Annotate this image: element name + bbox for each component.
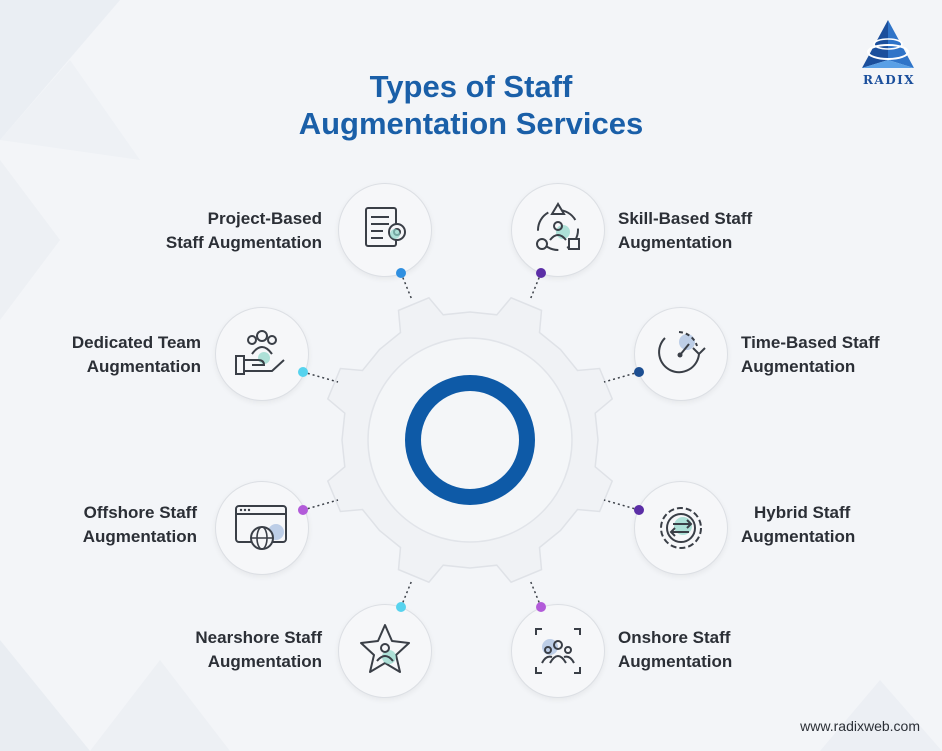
browser-globe-icon — [235, 505, 287, 550]
label-time-based: Time-Based Staff Augmentation — [741, 333, 880, 376]
connector-line-5 — [603, 499, 640, 511]
label-onshore: Onshore Staff Augmentation — [618, 628, 733, 671]
node-dedicated-team — [215, 307, 309, 401]
gear-arrows-icon — [660, 507, 702, 549]
node-offshore — [215, 481, 309, 575]
node-skill-based — [511, 183, 605, 277]
node-onshore — [511, 604, 605, 698]
node-time-based — [634, 307, 728, 401]
label-offshore: Offshore Staff Augmentation — [82, 503, 197, 546]
label-project-based: Project-Based Staff Augmentation — [165, 209, 322, 252]
label-skill-based: Skill-Based Staff Augmentation — [618, 209, 753, 252]
connector-lines — [302, 272, 640, 608]
connector-line-4 — [302, 499, 339, 511]
connector-line-2 — [302, 371, 339, 383]
skills-network-icon — [536, 202, 580, 251]
connector-dot-onshore — [536, 602, 546, 612]
title-line-2: Augmentation Services — [298, 106, 644, 141]
connector-dot-project-based — [396, 268, 406, 278]
connector-dot-offshore — [298, 505, 308, 515]
label-hybrid: Hybrid Staff Augmentation — [741, 503, 856, 546]
label-nearshore: Nearshore Staff Augmentation — [195, 628, 322, 671]
connector-dot-skill-based — [536, 268, 546, 278]
stopwatch-icon — [658, 331, 706, 374]
connector-dot-dedicated-team — [298, 367, 308, 377]
star-person-icon — [360, 624, 410, 673]
footer-url: www.radixweb.com — [800, 718, 920, 734]
node-hybrid — [634, 481, 728, 575]
node-nearshore — [338, 604, 432, 698]
center-ring — [405, 375, 535, 505]
inner-disc — [367, 337, 573, 543]
title-line-1: Types of Staff — [369, 69, 573, 104]
node-project-based — [338, 183, 432, 277]
page-title: Types of Staff Augmentation Services — [0, 68, 942, 142]
connector-line-3 — [603, 371, 640, 383]
team-hand-icon — [235, 330, 285, 375]
document-gear-icon — [365, 207, 406, 247]
connector-dot-nearshore — [396, 602, 406, 612]
connector-dot-time-based — [634, 367, 644, 377]
group-frame-icon — [535, 628, 581, 674]
logo-text: RADIX — [862, 73, 916, 87]
label-dedicated-team: Dedicated Team Augmentation — [71, 333, 201, 376]
pyramid-logo-icon — [862, 20, 914, 68]
connector-dot-hybrid — [634, 505, 644, 515]
